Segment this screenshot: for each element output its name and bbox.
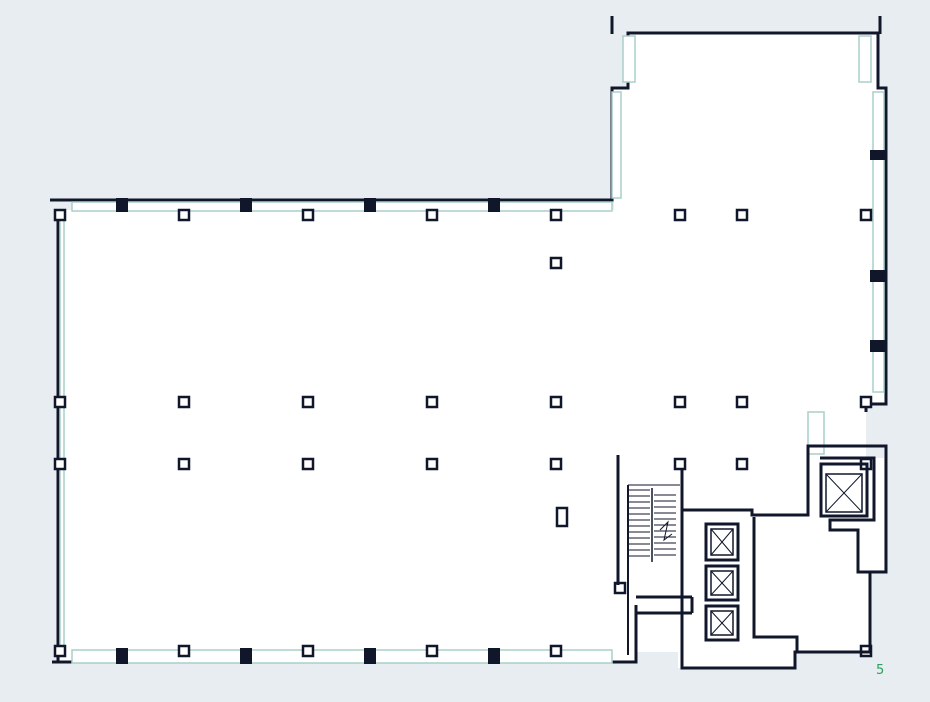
glazing [59, 35, 885, 664]
elevator-2 [704, 564, 740, 602]
elevators [704, 462, 869, 642]
core-walls [636, 444, 888, 670]
stair [616, 455, 680, 655]
elevator-4 [819, 462, 869, 518]
elevator-3 [704, 604, 740, 642]
elevator-1 [704, 522, 740, 562]
wall-piers [116, 150, 886, 664]
floor-area [60, 33, 886, 668]
page-number: 5 [876, 663, 885, 678]
